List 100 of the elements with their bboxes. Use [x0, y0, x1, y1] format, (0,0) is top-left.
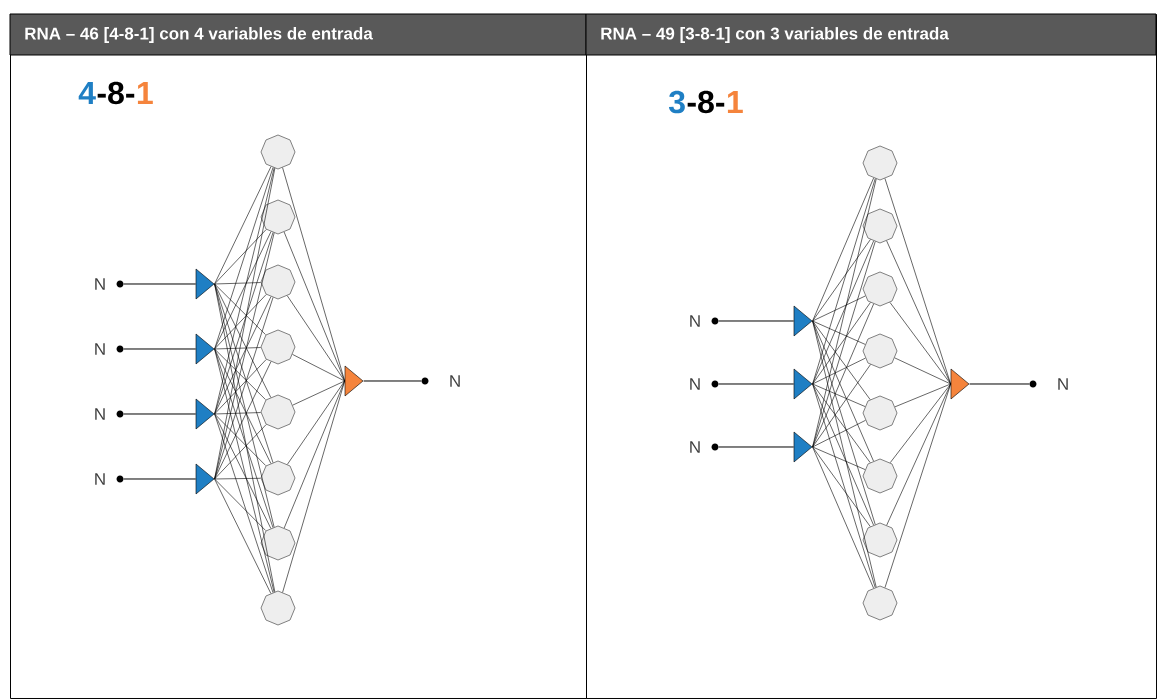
connection-line — [812, 446, 871, 527]
neuron-triangle — [195, 398, 215, 430]
neuron-octagon — [260, 134, 296, 170]
connection-line — [894, 383, 951, 408]
connection-line — [214, 359, 267, 415]
architecture-label: 3 — [668, 90, 685, 114]
connection-line — [214, 296, 272, 415]
connection-line — [889, 302, 951, 385]
connection-line — [363, 380, 422, 382]
neuron-octagon — [862, 585, 898, 621]
neuron-octagon — [260, 264, 296, 300]
connection-line — [214, 478, 266, 531]
neuron-triangle — [195, 268, 215, 300]
connection-line — [812, 446, 866, 470]
connection-line — [292, 380, 345, 406]
connection-line — [214, 347, 261, 350]
connection-line — [214, 283, 266, 335]
connection-line — [123, 478, 197, 480]
neuron-octagon — [260, 590, 296, 626]
neuron-triangle — [195, 333, 215, 365]
connection-line — [812, 320, 866, 345]
connection-line — [214, 167, 274, 350]
neuron-octagon — [862, 458, 898, 494]
connection-line — [214, 361, 272, 480]
connection-line — [812, 295, 866, 322]
connection-line — [123, 348, 197, 350]
connection-line — [718, 383, 795, 385]
connection-line — [214, 348, 272, 464]
connection-line — [214, 294, 267, 350]
connection-line — [214, 413, 274, 593]
connection-line — [214, 348, 266, 400]
connection-line — [886, 240, 951, 385]
connection-line — [812, 177, 874, 322]
connection-line — [214, 229, 267, 285]
signal-label: N — [690, 441, 700, 453]
connection-line — [214, 232, 274, 415]
connection-line — [812, 320, 871, 400]
signal-label: N — [690, 315, 700, 327]
connection-line — [214, 477, 261, 480]
neuron-triangle — [793, 431, 813, 463]
connection-line — [812, 320, 877, 588]
connection-line — [969, 383, 1030, 385]
connection-line — [812, 303, 874, 448]
connection-line — [894, 357, 951, 385]
neuron-octagon — [862, 395, 898, 431]
architecture-label: 1 — [137, 82, 153, 104]
connection-line — [812, 383, 866, 407]
connection-line — [214, 283, 272, 398]
signal-label: N — [690, 378, 700, 390]
neuron-triangle — [195, 463, 215, 495]
neuron-triangle — [344, 365, 364, 397]
neuron-octagon — [862, 522, 898, 558]
neuron-octagon — [260, 460, 296, 496]
neuron-octagon — [862, 145, 898, 181]
architecture-label: 4 — [78, 82, 96, 104]
connection-line — [812, 383, 876, 588]
connection-line — [812, 420, 866, 448]
connection-line — [718, 320, 795, 322]
connection-line — [812, 383, 874, 526]
connection-line — [214, 413, 266, 466]
neuron-triangle — [793, 368, 813, 400]
connection-line — [812, 239, 871, 322]
architecture-label: 1 — [727, 91, 743, 113]
connection-line — [718, 446, 795, 448]
connection-line — [884, 178, 951, 385]
neuron-triangle — [793, 305, 813, 337]
signal-label: N — [1058, 378, 1068, 390]
connection-line — [812, 364, 871, 448]
connection-line — [889, 383, 951, 463]
connection-line — [214, 283, 276, 593]
connection-line — [214, 231, 272, 350]
connection-line — [884, 383, 951, 588]
connection-line — [214, 424, 267, 480]
signal-label: N — [95, 278, 105, 290]
connection-line — [214, 282, 261, 285]
connection-line — [812, 383, 871, 463]
connection-line — [286, 295, 345, 382]
connection-line — [287, 380, 345, 465]
signal-label: N — [95, 408, 105, 420]
connection-line — [812, 302, 871, 385]
neuron-octagon — [862, 271, 898, 307]
connection-line — [214, 413, 272, 529]
connection-line — [214, 167, 276, 480]
connection-line — [214, 478, 272, 594]
connection-line — [214, 412, 261, 415]
neuron-octagon — [260, 329, 296, 365]
neuron-octagon — [260, 199, 296, 235]
connection-line — [282, 380, 345, 593]
signal-label: N — [450, 375, 460, 387]
connection-line — [214, 348, 275, 593]
architecture-label: -8- — [687, 90, 725, 114]
signal-label: N — [95, 473, 105, 485]
connection-line — [812, 446, 874, 589]
connection-line — [214, 166, 272, 285]
connection-line — [812, 320, 874, 462]
neuron-triangle — [950, 368, 970, 400]
neuron-octagon — [862, 333, 898, 369]
connection-line — [292, 354, 345, 382]
connection-line — [812, 240, 874, 385]
connection-line — [812, 357, 866, 385]
